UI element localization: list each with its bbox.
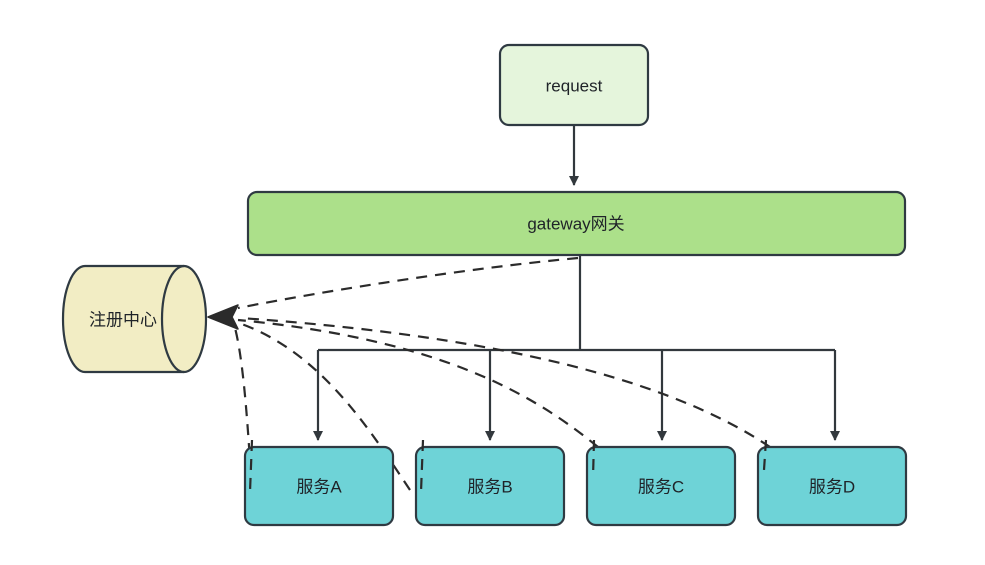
node-service-d[interactable]: 服务D <box>756 445 908 527</box>
edge-gateway-to-service-bus <box>318 255 835 352</box>
dashed-tail-service-d <box>762 439 768 471</box>
dashed-tail-service-b <box>419 439 425 493</box>
edge-service-b-to-registry <box>235 320 411 491</box>
dashed-tail-service-c <box>591 439 596 479</box>
registry-inbound-arrowhead <box>207 304 239 330</box>
node-service-c[interactable]: 服务C <box>585 445 737 527</box>
edge-service-c-to-registry <box>237 318 599 448</box>
dashed-tail-service-a <box>248 439 254 493</box>
edge-service-d-to-registry <box>239 316 771 448</box>
node-service-b[interactable]: 服务B <box>414 445 566 527</box>
node-service-a[interactable]: 服务A <box>243 445 395 527</box>
edge-gateway-to-registry <box>237 256 579 310</box>
node-request[interactable]: request <box>498 43 650 127</box>
node-registry[interactable]: 注册中心 <box>61 264 208 374</box>
node-gateway[interactable]: gateway网关 <box>246 190 907 257</box>
